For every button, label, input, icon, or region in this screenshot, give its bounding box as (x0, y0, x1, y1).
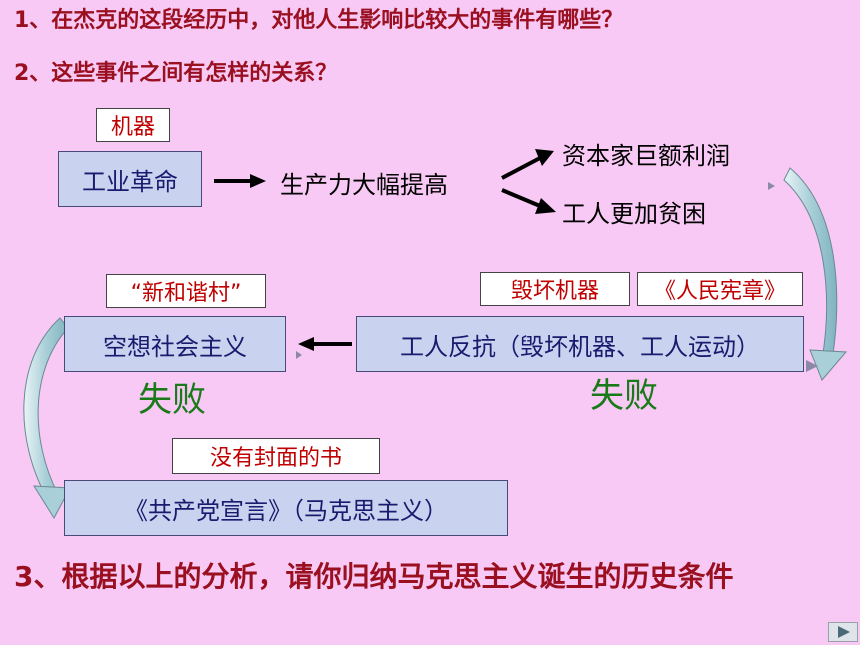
tag-coverless-book: 没有封面的书 (172, 438, 380, 474)
tag-machine: 机器 (96, 108, 170, 142)
text-capitalist-profit: 资本家巨额利润 (562, 142, 730, 170)
arrow-industry-to-productivity-head (250, 174, 266, 188)
box-utopian-socialism: 空想社会主义 (64, 316, 286, 372)
play-next-icon[interactable] (828, 622, 858, 642)
box-industrial-revolution: 工业革命 (58, 151, 202, 207)
arrow-to-poverty (501, 188, 541, 208)
small-marker-1 (768, 182, 775, 190)
box-workers-resistance: 工人反抗（毁坏机器、工人运动） (356, 316, 804, 372)
question-2: 2、这些事件之间有怎样的关系？ (14, 61, 338, 86)
question-3: 3、根据以上的分析，请你归纳马克思主义诞生的历史条件 (14, 560, 734, 593)
text-fail-right: 失败 (590, 376, 658, 416)
arrow-workers-to-utopian-head (298, 337, 314, 351)
text-fail-left: 失败 (138, 380, 206, 420)
curved-arrow-left-head (33, 485, 71, 519)
tag-destroy-machines: 毁坏机器 (480, 272, 630, 306)
small-marker-2 (296, 351, 302, 359)
arrow-to-poverty-head (535, 198, 556, 214)
text-productivity: 生产力大幅提高 (280, 171, 448, 199)
small-marker-3 (806, 360, 818, 372)
arrow-to-profit-head (535, 149, 554, 166)
curved-arrow-left (23, 317, 69, 501)
question-1: 1、在杰克的这段经历中，对他人生影响比较大的事件有哪些？ (14, 8, 624, 33)
arrow-to-profit (501, 156, 541, 180)
text-workers-poorer: 工人更加贫困 (562, 200, 706, 228)
tag-peoples-charter: 《人民宪章》 (637, 272, 803, 306)
box-communist-manifesto: 《共产党宣言》（马克思主义） (64, 480, 508, 536)
tag-new-harmony: “新和谐村” (106, 274, 266, 308)
